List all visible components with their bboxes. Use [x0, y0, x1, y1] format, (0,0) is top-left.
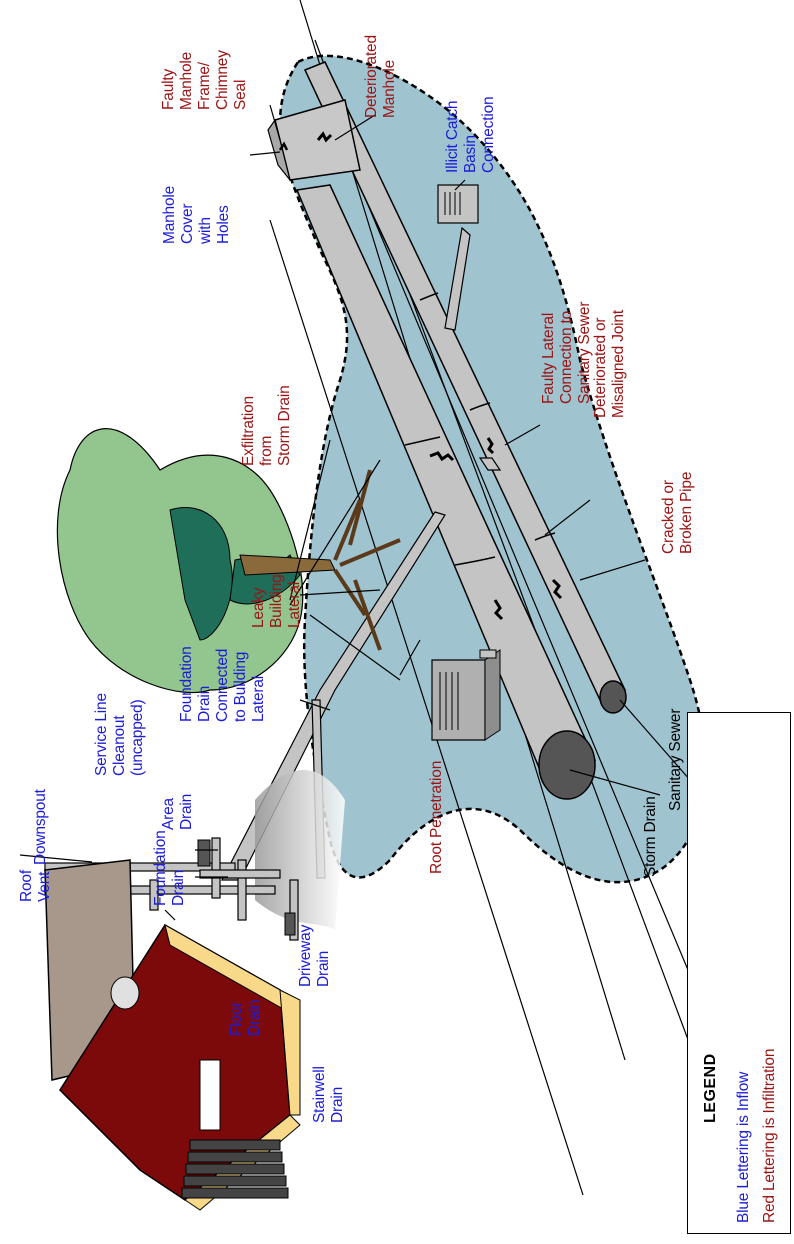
- service-box: [432, 650, 500, 740]
- legend-title: LEGEND: [702, 1053, 720, 1123]
- label-downspout: Downspout: [32, 789, 50, 865]
- label-service-line-cleanout: Service Line Cleanout (uncapped): [93, 693, 147, 776]
- label-stairwell-drain: Stairwell Drain: [311, 1066, 347, 1123]
- label-deteriorated-joint: Deteriorated or Misaligned Joint: [592, 310, 628, 418]
- label-faulty-manhole: Faulty Manhole Frame/ Chimney Seal: [160, 50, 250, 110]
- label-cracked-pipe: Cracked or Broken Pipe: [660, 472, 696, 554]
- label-sanitary-sewer: Sanitary Sewer: [667, 709, 685, 811]
- label-illicit-catch-basin: Illicit Catch Basin Connection: [444, 97, 498, 173]
- label-leaky-lateral: Leaky Building Lateral: [250, 574, 304, 628]
- label-driveway-drain: Driveway Drain: [297, 925, 333, 987]
- label-exfiltration: Exfiltration from Storm Drain: [240, 386, 294, 466]
- label-foundation-drain: Foundation Drain: [152, 830, 188, 906]
- label-faulty-lateral: Faulty Lateral Connection to Sanitary Se…: [540, 302, 594, 404]
- label-floor-drain: Floor Drain: [228, 1000, 264, 1036]
- legend-red-text: Red Lettering is Infiltration: [761, 1049, 779, 1223]
- legend-blue-text: Blue Lettering is Inflow: [735, 1072, 753, 1223]
- label-foundation-drain-connected: Foundation Drain Connected to Building L…: [178, 646, 268, 722]
- driveway: [255, 770, 345, 930]
- label-area-drain: Area Drain: [160, 794, 196, 830]
- label-root-penetration: Root Penetration: [428, 761, 446, 874]
- label-roof-vent: Roof Vent: [18, 870, 54, 902]
- label-manhole-cover: Manhole Cover with Holes: [161, 186, 233, 244]
- label-storm-drain: Storm Drain: [642, 797, 660, 877]
- label-deteriorated-manhole: Deteriorated Manhole: [363, 35, 399, 118]
